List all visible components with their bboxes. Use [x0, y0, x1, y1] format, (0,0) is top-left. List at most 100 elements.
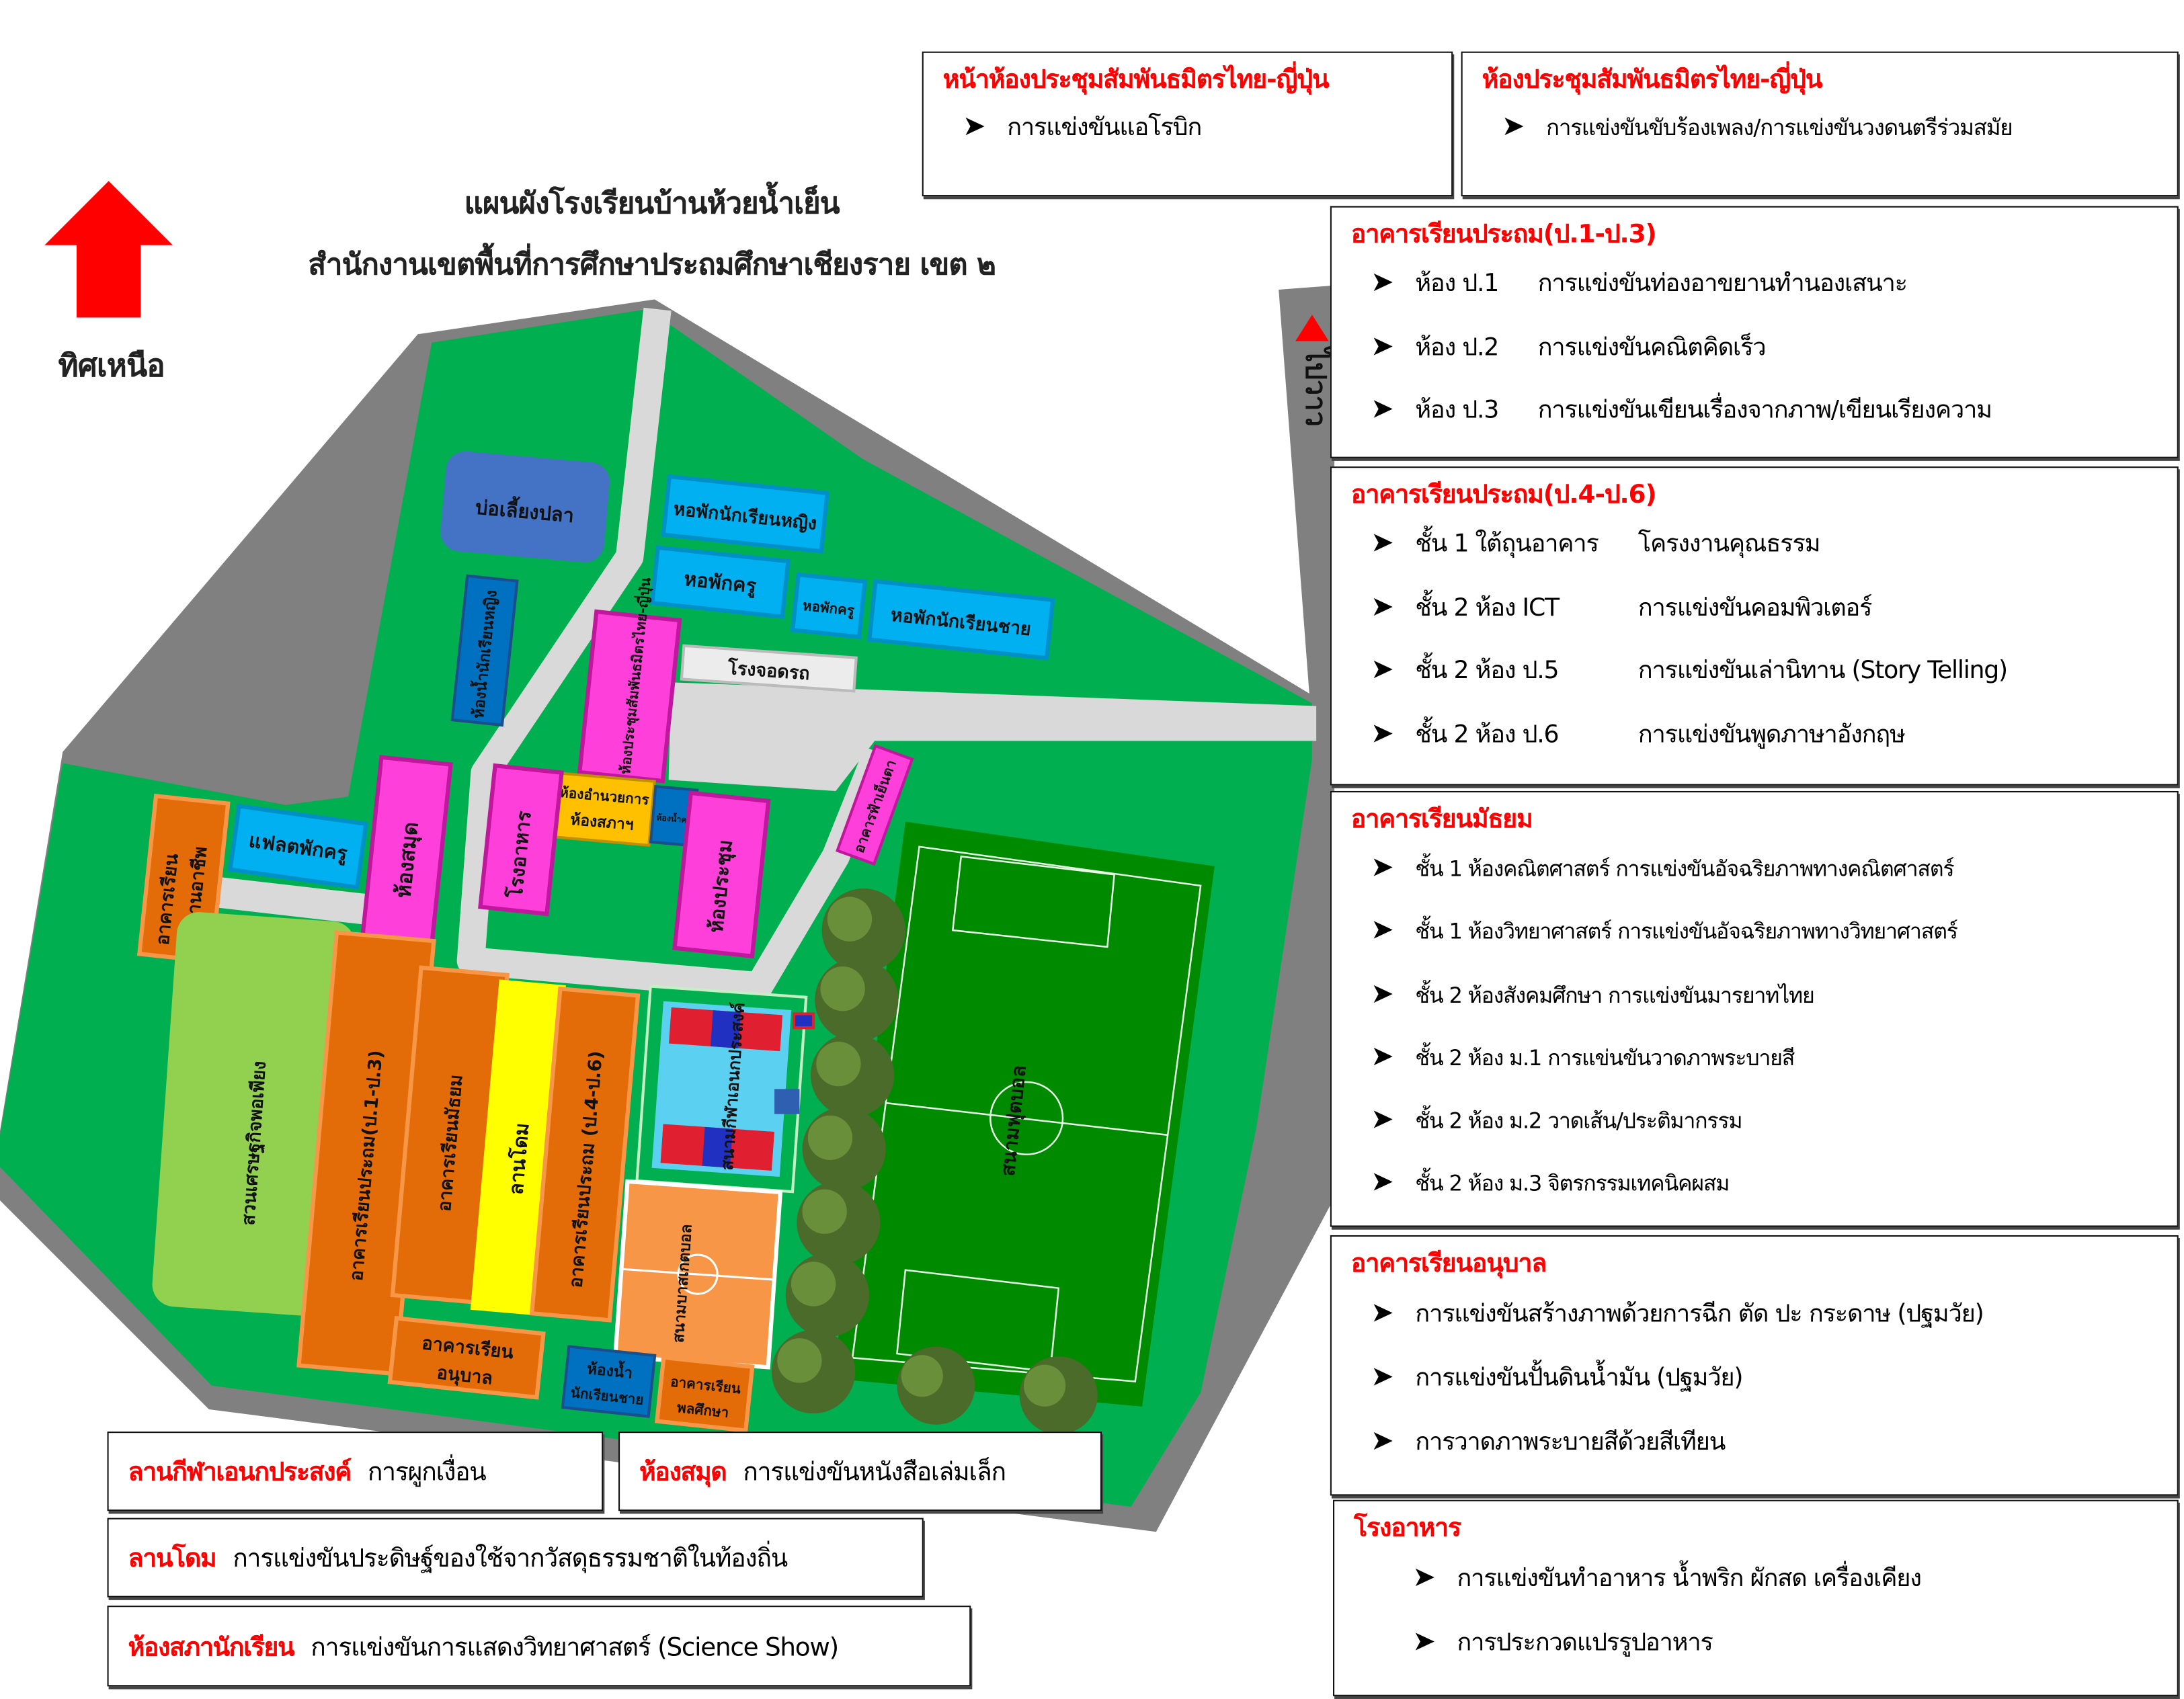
item-place: ชั้น 1 ใต้ถุนอาคาร [1415, 530, 1599, 558]
road-main [456, 307, 891, 1000]
arrow-bullet-icon: ➤ [1370, 391, 1394, 425]
sufficiency-garden [152, 912, 355, 1317]
list-item: ➤ การแข่งขันแอโรบิก [943, 97, 1432, 156]
box-heading: ห้องสมุด [639, 1458, 727, 1488]
box-hall: ห้องประชุมสัมพันธมิตรไทย-ญี่ปุ่น ➤ การแข่… [1461, 51, 2179, 197]
list-item: ➤ การแข่งขันสร้างภาพด้วยการฉีก ตัด ปะ กระ… [1351, 1281, 2158, 1345]
item-place: ชั้น 2 ห้อง ICT [1415, 593, 1560, 622]
item-text: การแข่งขันสร้างภาพด้วยการฉีก ตัด ปะ กระด… [1415, 1300, 1984, 1329]
box-heading: ห้องสภานักเรียน [128, 1632, 295, 1663]
item-place: ห้อง ป.1 [1415, 270, 1499, 298]
arrow-bullet-icon: ➤ [1370, 1295, 1394, 1329]
trees [771, 888, 1098, 1435]
road-junction [668, 682, 1317, 791]
kindergarten-building [387, 1316, 546, 1400]
arrow-bullet-icon: ➤ [1370, 1423, 1394, 1457]
box-secondary: อาคารเรียนมัธยม ➤ชั้น 1 ห้องคณิตศาสตร์ ก… [1330, 790, 2179, 1227]
item-text: การวาดภาพระบายสีด้วยสีเทียน [1415, 1428, 1726, 1457]
thai-japan-hall [577, 609, 682, 784]
court-line [621, 1268, 774, 1281]
item-activity: การแข่งขันคณิตคิดเร็ว [1537, 333, 1767, 362]
item-text: การแข่งขันขับร้องเพลง/การแข่งขันวงดนตรีร… [1546, 114, 2013, 141]
tree-icon [797, 1181, 881, 1265]
list-item: ➤ ชั้น 1 ห้องคณิตศาสตร์ การแข่งขันอัจฉริย… [1351, 837, 2158, 900]
tree-icon [815, 958, 899, 1042]
item-activity: การแข่งขันเล่านิทาน (Story Telling) [1637, 657, 2008, 686]
arrow-bullet-icon: ➤ [1412, 1624, 1436, 1657]
list-item: ➤ ชั้น 1 ใต้ถุนอาคาร โครงงานคุณธรรม [1351, 513, 2158, 576]
item-place: ชั้น 2 ห้อง ป.5 [1415, 657, 1559, 686]
fish-pond [440, 451, 610, 563]
list-item: ➤ ชั้น 2 ห้อง ม.3 จิตรกรรมเทคนิคผสม [1351, 1153, 2158, 1216]
box-canteen: โรงอาหาร ➤การแข่งขันทำอาหาร น้ำพริก ผักส… [1332, 1499, 2179, 1696]
meeting-room [672, 790, 771, 959]
arrow-bullet-icon: ➤ [1370, 1359, 1394, 1393]
item-activity: การแข่งขันเขียนเรื่องจากภาพ/เขียนเรียงคว… [1537, 397, 1992, 425]
item-activity: การแข่งขันท่องอาขยานทำนองเสนาะ [1537, 270, 1908, 298]
item-text: ชั้น 2 ห้อง ม.2 วาดเส้น/ประติมากรรม [1415, 1108, 1742, 1134]
list-item: ➤ การแข่งขันขับร้องเพลง/การแข่งขันวงดนตรี… [1482, 97, 2158, 156]
box-heading: อาคารเรียนประถม(ป.4-ป.6) [1350, 480, 1657, 510]
tree-icon [1019, 1356, 1098, 1435]
item-activity: การแข่งขันคอมพิวเตอร์ [1637, 593, 1873, 622]
box-front-hall: หน้าห้องประชุมสัมพันธมิตรไทย-ญี่ปุ่น ➤ กา… [922, 51, 1453, 197]
box-multi-court: ลานกีฬาเอนกประสงค์การผูกเงื่อน [107, 1432, 604, 1511]
arrow-bullet-icon: ➤ [1370, 588, 1394, 622]
arrow-bullet-icon: ➤ [962, 108, 986, 142]
list-item: ➤ชั้น 2 ห้อง ม.1 การแข่นขันวาดภาพระบายสี [1351, 1026, 2158, 1089]
box-heading: อาคารเรียนอนุบาล [1350, 1249, 1547, 1279]
tree-icon [821, 888, 905, 972]
teacher-flat [227, 803, 368, 890]
arrow-bullet-icon: ➤ [1501, 108, 1525, 142]
list-item: ➤ ชั้น 2 ห้อง ICT การแข่งขันคอมพิวเตอร์ [1351, 576, 2158, 639]
primary-46-building [529, 986, 641, 1323]
list-item: ➤การแข่งขันปั้นดินน้ำมัน (ปฐมวัย) [1351, 1345, 2158, 1409]
list-item: ➤ ชั้น 2 ห้องสังคมศึกษา การแข่งขันมารยาทไ… [1351, 963, 2158, 1026]
arrow-bullet-icon: ➤ [1370, 1165, 1394, 1199]
boys-toilet [561, 1345, 657, 1418]
center-circle [989, 1081, 1064, 1156]
box-heading: หน้าห้องประชุมสัมพันธมิตรไทย-ญี่ปุ่น [942, 65, 1330, 95]
item-text: ชั้น 1 ห้องวิทยาศาสตร์ การแข่งขันอัจฉริย… [1415, 919, 1958, 945]
court-blue-top [711, 1010, 741, 1048]
arrow-bullet-icon: ➤ [1370, 327, 1394, 362]
item-text: ชั้น 2 ห้องสังคมศึกษา การแข่งขันมารยาทไท… [1415, 983, 1815, 1008]
teacher-dorm-2 [790, 572, 868, 640]
road-direction-arrow-icon [1295, 315, 1329, 341]
list-item: ➤ การวาดภาพระบายสีด้วยสีเทียน [1351, 1409, 2158, 1473]
arrow-bullet-icon: ➤ [1370, 525, 1394, 558]
item-text: ชั้น 2 ห้อง ม.3 จิตรกรรมเทคนิคผสม [1415, 1171, 1730, 1197]
arrow-bullet-icon: ➤ [1370, 1102, 1394, 1136]
box-text: การแข่งขันการแสดงวิทยาศาสตร์ (Science Sh… [311, 1632, 839, 1663]
box-heading: ห้องประชุมสัมพันธมิตรไทย-ญี่ปุ่น [1482, 65, 1823, 95]
item-activity: โครงงานคุณธรรม [1637, 530, 1821, 558]
list-item: ➤ชั้น 1 ห้องวิทยาศาสตร์ การแข่งขันอัจฉริ… [1351, 900, 2158, 963]
canteen-building [478, 763, 564, 917]
box-heading: ลานกีฬาเอนกประสงค์ [128, 1458, 352, 1488]
penalty-box-top [951, 855, 1116, 948]
item-text: ชั้น 1 ห้องคณิตศาสตร์ การแข่งขันอัจฉริยภ… [1415, 856, 1954, 882]
box-text: การแข่งขันหนังสือเล่มเล็ก [743, 1458, 1006, 1488]
tree-icon [785, 1253, 869, 1337]
garage [680, 644, 858, 693]
teacher-toilet-label: ห้องน้ำครู [656, 811, 692, 826]
item-text: การแข่งขันแอโรบิก [1007, 114, 1202, 142]
arrow-bullet-icon: ➤ [1370, 849, 1394, 883]
roads [207, 307, 1317, 1000]
arrow-bullet-icon: ➤ [1370, 975, 1394, 1009]
girls-toilet [450, 574, 519, 727]
item-text: การประกวดแปรรูปอาหาร [1457, 1629, 1713, 1657]
boys-dorm [866, 579, 1055, 661]
court-blue-bottom [702, 1126, 733, 1168]
box-library: ห้องสมุด การแข่งขันหนังสือเล่มเล็ก [618, 1432, 1102, 1511]
fa-yen-ta-building [836, 744, 914, 866]
football-field-lines [851, 845, 1202, 1382]
halfway-line [885, 1102, 1168, 1136]
arrow-bullet-icon: ➤ [1412, 1559, 1436, 1593]
